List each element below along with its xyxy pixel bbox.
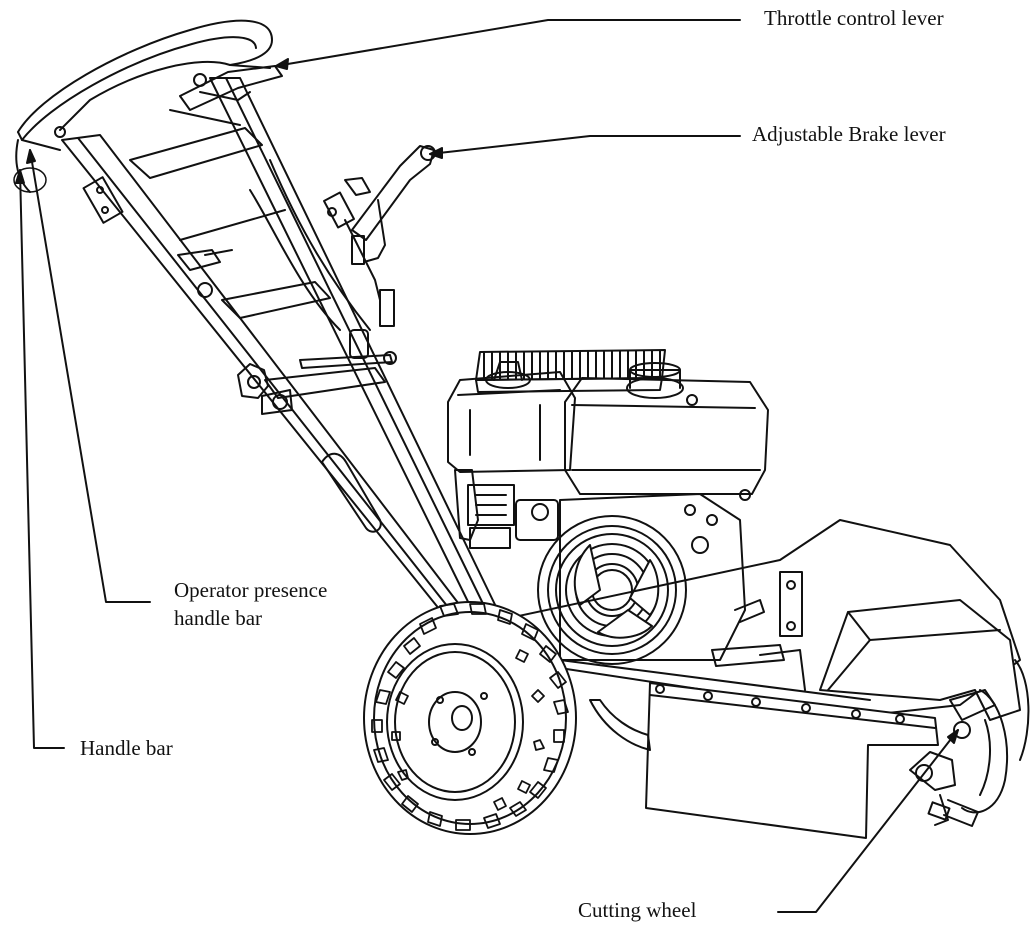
frame-cross-members [129, 127, 397, 399]
rear-wheel-drawing [589, 699, 651, 751]
leader-lines [15, 19, 959, 913]
cutting-wheel-label: Cutting wheel [578, 898, 697, 922]
brake-lever-drawing [344, 145, 436, 263]
operator-presence-label-line1: Operator presence [174, 578, 328, 602]
operator-arrowhead [26, 149, 36, 164]
throttle-label: Throttle control lever [764, 6, 944, 30]
throttle-lever-drawing [169, 65, 283, 126]
cutting-wheel-arrowhead [947, 729, 959, 744]
operator-leader-line [29, 149, 151, 603]
adjustment-knob [237, 329, 369, 415]
right-frame-rail [209, 77, 501, 623]
front-wheel-drawing [363, 601, 577, 835]
handle-bar-label: Handle bar [80, 736, 173, 760]
throttle-leader-line [275, 19, 741, 67]
lower-grip [321, 452, 382, 533]
front-guard-plate [645, 682, 939, 839]
left-frame-rail [61, 134, 466, 621]
cutting-wheel-drawing [909, 689, 996, 827]
cutting-wheel-leader-line [777, 729, 959, 913]
handle-bar-loop [13, 19, 273, 193]
handle-bar-arrowhead [15, 169, 25, 184]
throttle-arrowhead [275, 58, 289, 70]
brake-label: Adjustable Brake lever [752, 122, 946, 146]
engine-drawing [447, 349, 769, 661]
operator-presence-label-line2: handle bar [174, 606, 263, 630]
fan-cover-drawing [537, 515, 687, 665]
handle-bar-leader-line [19, 169, 65, 749]
brake-arrowhead [429, 147, 443, 159]
brake-leader-line [429, 135, 741, 155]
